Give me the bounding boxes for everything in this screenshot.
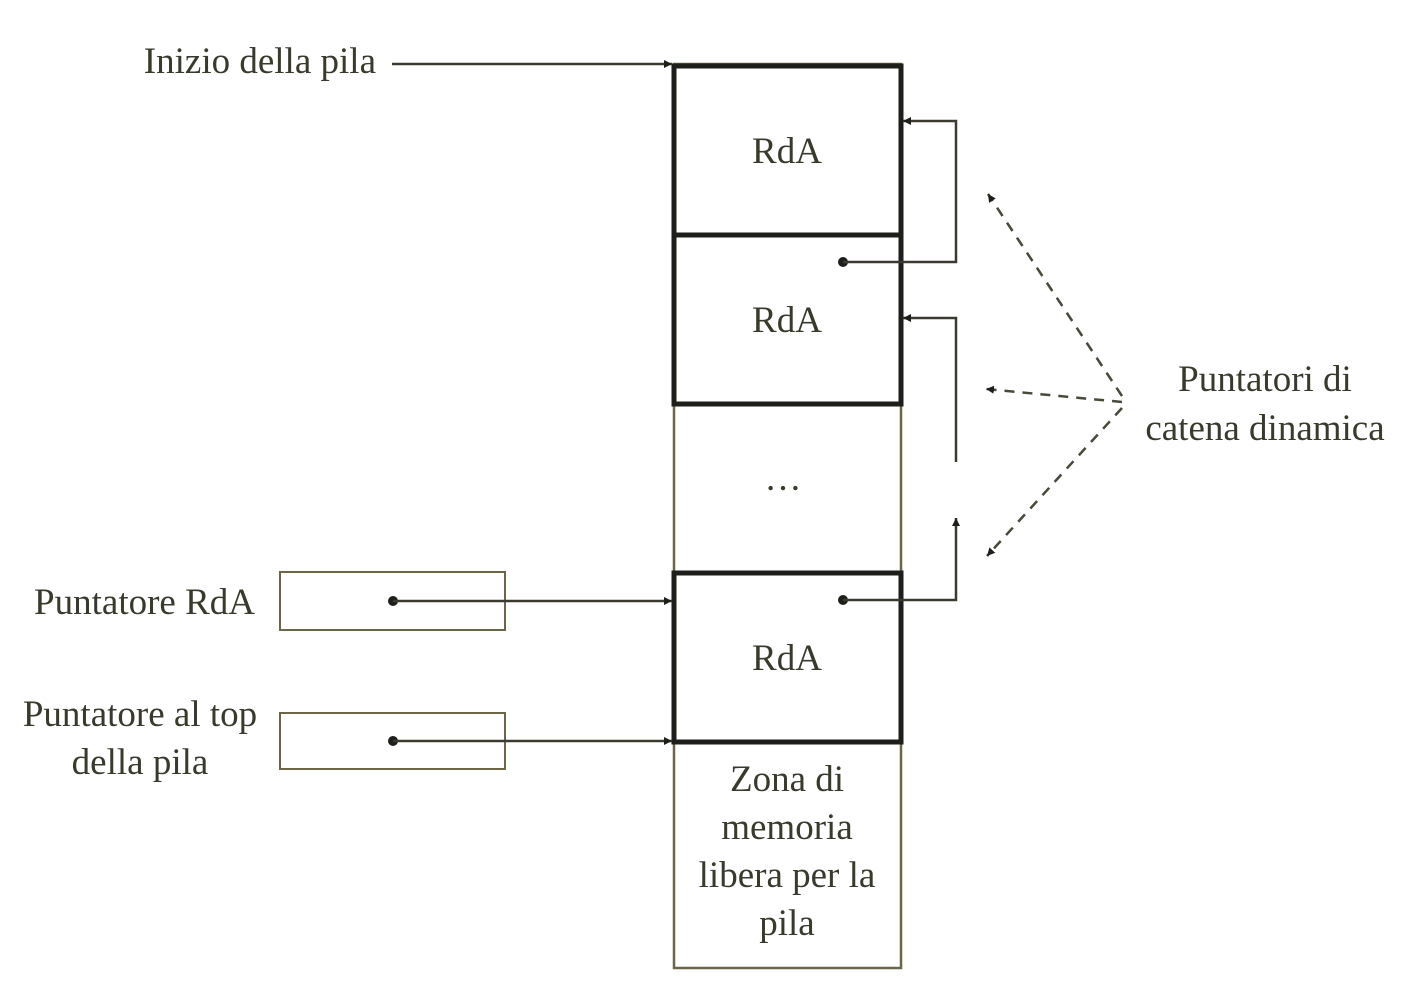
chain-arrow-2-to-1 bbox=[843, 117, 958, 264]
stack-ellipsis: … bbox=[765, 458, 802, 499]
free-memory-line-1: Zona di bbox=[730, 759, 844, 800]
dynamic-chain-label-line-1: Puntatori di bbox=[1178, 359, 1352, 400]
free-memory-line-3: libera per la bbox=[699, 855, 876, 896]
dynamic-chain-label-line-2: catena dinamica bbox=[1145, 408, 1384, 449]
activation-record-2-label: RdA bbox=[752, 300, 822, 341]
top-pointer-label-line-1: Puntatore al top bbox=[23, 694, 257, 735]
rda-pointer-label: Puntatore RdA bbox=[34, 582, 255, 623]
top-pointer-label-line-2: della pila bbox=[72, 742, 209, 783]
activation-record-1-label: RdA bbox=[752, 131, 822, 172]
chain-arrow-3-up bbox=[843, 518, 960, 602]
callout-arrow-top bbox=[986, 193, 1124, 397]
stack-start-label: Inizio della pila bbox=[144, 41, 376, 82]
callout-arrow-bottom bbox=[986, 407, 1123, 557]
chain-arrow-into-2 bbox=[903, 314, 958, 462]
free-memory-line-4: pila bbox=[759, 903, 814, 944]
activation-record-3-label: RdA bbox=[752, 638, 822, 679]
free-memory-line-2: memoria bbox=[721, 807, 853, 848]
callout-arrow-middle bbox=[985, 385, 1123, 404]
